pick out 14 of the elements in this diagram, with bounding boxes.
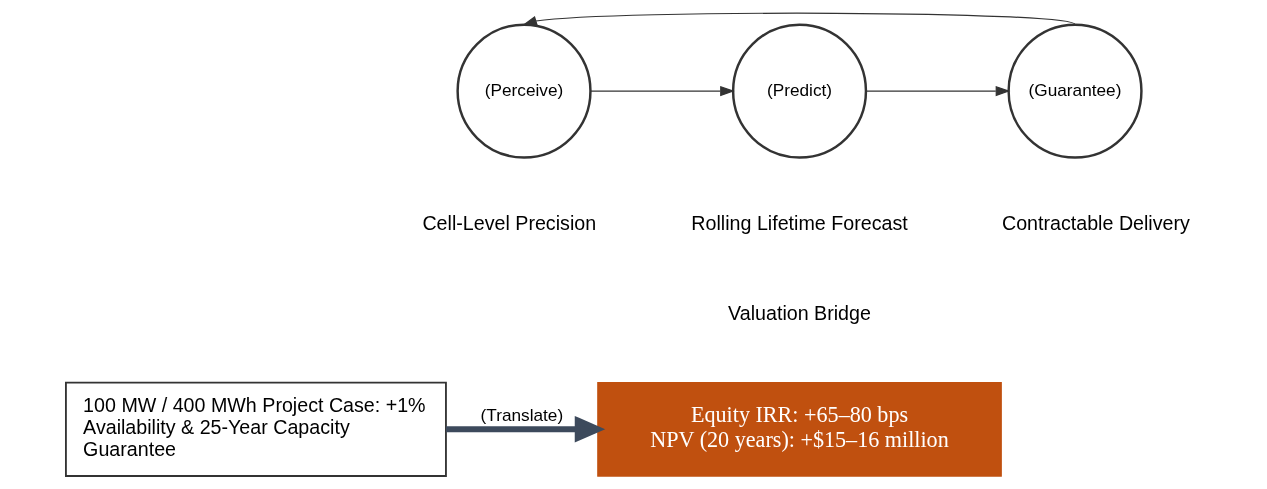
arrow <box>590 85 735 97</box>
arrow <box>522 12 1076 26</box>
node-circle: (Perceive) <box>456 23 592 159</box>
edge-label: (Translate) <box>480 404 564 425</box>
arrow <box>865 85 1011 97</box>
arrow <box>446 415 606 443</box>
node-label: Cell-Level Precision <box>422 211 597 234</box>
node-circle: (Guarantee) <box>1007 23 1143 159</box>
node-box: Equity IRR: +65–80 bps NPV (20 years): +$15–16 million <box>597 381 1002 477</box>
node-box: 100 MW / 400 MWh Project Case: +1% Availability & 25-Year Capacity Guarantee <box>65 381 447 477</box>
node-label: Contractable Delivery <box>1001 211 1190 234</box>
label: Valuation Bridge <box>728 301 871 324</box>
node-circle: (Predict) <box>731 23 868 159</box>
node-label: Rolling Lifetime Forecast <box>691 211 908 234</box>
